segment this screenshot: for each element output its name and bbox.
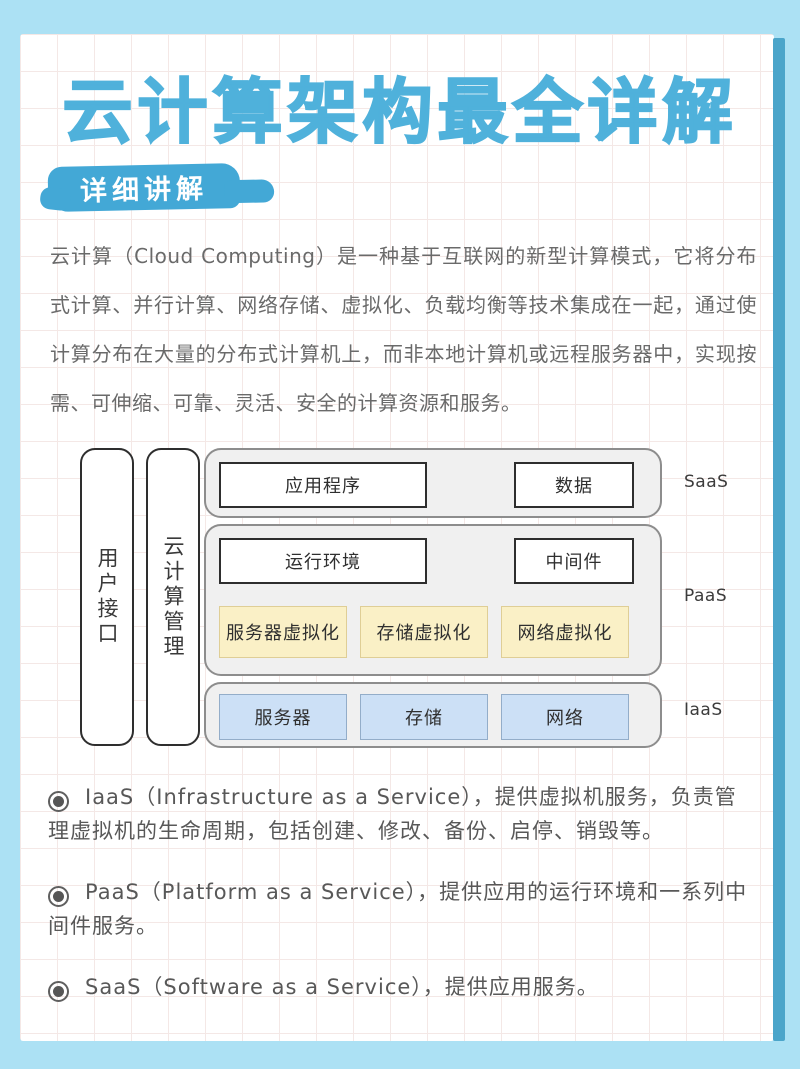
paas-layer: 运行环境 中间件 服务器虚拟化 存储虚拟化 网络虚拟化 xyxy=(204,524,662,676)
user-interface-label: 用户接口 xyxy=(95,547,119,647)
runtime-box: 运行环境 xyxy=(219,538,427,584)
application-box: 应用程序 xyxy=(219,462,427,508)
card-edge-strip xyxy=(773,38,785,1041)
saas-label: SaaS xyxy=(684,472,729,492)
list-item-paas: PaaS（Platform as a Service），提供应用的运行环境和一系… xyxy=(48,875,756,943)
page-title: 云计算架构最全详解 xyxy=(62,70,738,154)
bullet-icon xyxy=(48,886,69,907)
list-item-saas: SaaS（Software as a Service），提供应用服务。 xyxy=(48,970,756,1004)
server-box: 服务器 xyxy=(219,694,347,740)
cloud-management-column: 云计算管理 xyxy=(146,448,200,746)
list-item-iaas-text: IaaS（Infrastructure as a Service），提供虚拟机服… xyxy=(48,785,737,843)
list-item-saas-text: SaaS（Software as a Service），提供应用服务。 xyxy=(85,975,599,999)
network-virtualization-box: 网络虚拟化 xyxy=(501,606,629,658)
cloud-architecture-diagram: 用户接口 云计算管理 应用程序 数据 运行环境 中间件 服务器虚拟化 存储虚拟化… xyxy=(78,446,768,750)
list-item-paas-text: PaaS（Platform as a Service），提供应用的运行环境和一系… xyxy=(48,880,748,938)
network-box: 网络 xyxy=(501,694,629,740)
intro-paragraph: 云计算（Cloud Computing）是一种基于互联网的新型计算模式，它将分布… xyxy=(50,244,757,415)
iaas-label: IaaS xyxy=(684,700,723,720)
list-item-iaas: IaaS（Infrastructure as a Service），提供虚拟机服… xyxy=(48,780,756,848)
server-virtualization-box: 服务器虚拟化 xyxy=(219,606,347,658)
highlight-badge-label: 详细讲解 xyxy=(79,173,209,208)
data-box: 数据 xyxy=(514,462,634,508)
service-model-list: IaaS（Infrastructure as a Service），提供虚拟机服… xyxy=(48,780,756,1031)
cloud-management-label: 云计算管理 xyxy=(161,534,185,660)
bullet-dot xyxy=(53,891,64,902)
bullet-dot xyxy=(53,986,64,997)
bullet-icon xyxy=(48,791,69,812)
saas-layer: 应用程序 数据 xyxy=(204,448,662,518)
highlight-badge: 详细讲解 xyxy=(47,162,241,213)
storage-virtualization-box: 存储虚拟化 xyxy=(360,606,488,658)
bullet-icon xyxy=(48,981,69,1002)
iaas-layer: 服务器 存储 网络 xyxy=(204,682,662,748)
middleware-box: 中间件 xyxy=(514,538,634,584)
user-interface-column: 用户接口 xyxy=(80,448,134,746)
paas-label: PaaS xyxy=(684,586,728,606)
storage-box: 存储 xyxy=(360,694,488,740)
bullet-dot xyxy=(53,796,64,807)
